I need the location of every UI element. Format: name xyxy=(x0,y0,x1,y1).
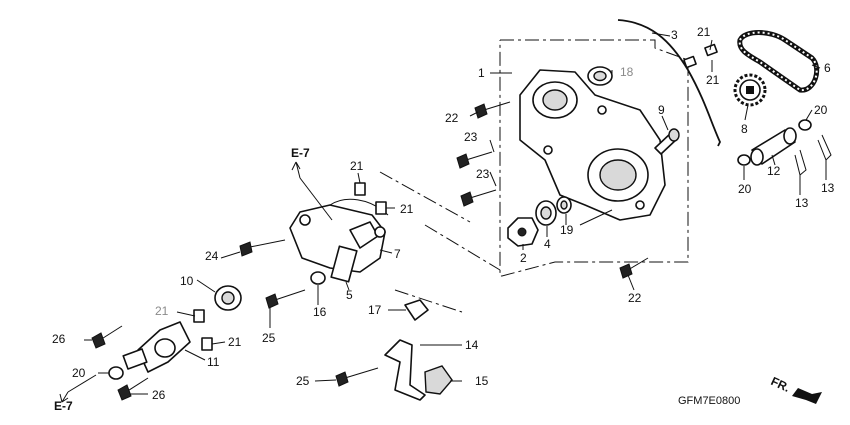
dowel-pin-21f xyxy=(201,337,213,351)
dowel-pin-21d xyxy=(375,201,387,215)
callout-2: 2 xyxy=(520,251,527,265)
callout-24: 24 xyxy=(205,249,219,263)
callout-25a: 25 xyxy=(262,331,276,345)
washer-20b xyxy=(737,154,751,166)
front-direction-arrow-icon xyxy=(792,388,822,404)
callout-25b: 25 xyxy=(296,374,310,388)
clamp-17 xyxy=(404,299,429,321)
washer-20c xyxy=(108,366,124,380)
callout-14: 14 xyxy=(465,338,479,352)
front-direction-label: FR. xyxy=(769,374,792,395)
callout-21f: 21 xyxy=(228,335,242,349)
clip-13a xyxy=(794,149,807,176)
callout-22a: 22 xyxy=(445,111,459,125)
oil-pump-body xyxy=(519,69,666,221)
dowel-pin-21e xyxy=(193,309,205,323)
callout-labels: 1 2 3 4 5 6 7 8 9 10 11 12 13 13 14 15 1… xyxy=(52,25,835,413)
sprocket xyxy=(733,73,767,107)
callout-7: 7 xyxy=(394,247,401,261)
ref-arrow-bottom xyxy=(59,391,69,403)
bolt-25b xyxy=(335,367,379,387)
callout-13b: 13 xyxy=(821,181,835,195)
assembly-frame xyxy=(499,39,689,277)
callout-20c: 20 xyxy=(72,366,86,380)
callout-16: 16 xyxy=(313,305,327,319)
outer-rotor-4 xyxy=(535,200,557,226)
callout-15: 15 xyxy=(475,374,489,388)
chain-guide xyxy=(617,19,722,147)
callout-9: 9 xyxy=(658,103,665,117)
callout-11: 11 xyxy=(207,355,220,369)
callout-17: 17 xyxy=(368,303,382,317)
rubber-15 xyxy=(424,365,453,395)
flange-11 xyxy=(122,321,191,373)
dowel-pin-21c xyxy=(354,182,366,196)
callout-21e: 21 xyxy=(155,304,169,318)
dowel-pin-21a xyxy=(683,55,697,69)
callout-8: 8 xyxy=(741,122,748,136)
callout-23a: 23 xyxy=(464,130,478,144)
rotor-shaft-9 xyxy=(654,128,680,155)
diagram-code: GFM7E0800 xyxy=(678,395,740,407)
seal-19 xyxy=(556,196,572,214)
callout-13a: 13 xyxy=(795,196,809,210)
callout-21c: 21 xyxy=(350,159,364,173)
frame-link-upper xyxy=(379,171,471,223)
callout-3: 3 xyxy=(671,28,678,42)
washer-20a xyxy=(798,119,812,131)
bolt-22b xyxy=(619,257,649,279)
callout-5: 5 xyxy=(346,288,353,302)
bolt-26b xyxy=(117,377,149,401)
callout-1: 1 xyxy=(478,66,485,80)
callout-23b: 23 xyxy=(476,167,490,181)
callout-26b: 26 xyxy=(152,388,166,402)
drive-chain xyxy=(737,30,820,93)
frame-link-bracket xyxy=(394,289,463,313)
collar-5 xyxy=(330,245,358,283)
callout-10: 10 xyxy=(180,274,194,288)
bolt-24 xyxy=(239,239,286,257)
clip-13b xyxy=(817,134,832,161)
ref-label-bottom: E-7 xyxy=(54,399,73,413)
pump-shaft xyxy=(750,127,797,166)
bolt-25a xyxy=(265,289,306,309)
ref-label-top: E-7 xyxy=(291,146,310,160)
callout-4: 4 xyxy=(544,237,551,251)
dowel-pin-21b xyxy=(704,43,718,57)
bolt-22a xyxy=(474,101,511,119)
ref-line-bottom xyxy=(67,374,97,393)
pump-cover xyxy=(289,204,386,273)
callout-12: 12 xyxy=(767,164,781,178)
callout-19: 19 xyxy=(560,223,574,237)
callout-6: 6 xyxy=(824,61,831,75)
bolt-23b xyxy=(460,189,497,207)
ref-line-top xyxy=(299,177,333,221)
leader-lines xyxy=(84,32,827,395)
seal-10 xyxy=(214,285,242,311)
callout-21a: 21 xyxy=(697,25,711,39)
bolt-23a xyxy=(456,151,493,169)
ref-arrow-top xyxy=(291,161,301,179)
callout-21b: 21 xyxy=(706,73,720,87)
bolt-26a xyxy=(91,325,123,349)
bracket-14 xyxy=(384,339,426,401)
washer-16 xyxy=(310,271,326,285)
callout-21d: 21 xyxy=(400,202,414,216)
callout-18: 18 xyxy=(620,65,634,79)
callout-22b: 22 xyxy=(628,291,642,305)
callout-20b: 20 xyxy=(738,182,752,196)
callout-26a: 26 xyxy=(52,332,66,346)
frame-link-lower xyxy=(424,224,501,271)
inner-rotor-2 xyxy=(507,217,539,247)
callout-20a: 20 xyxy=(814,103,828,117)
